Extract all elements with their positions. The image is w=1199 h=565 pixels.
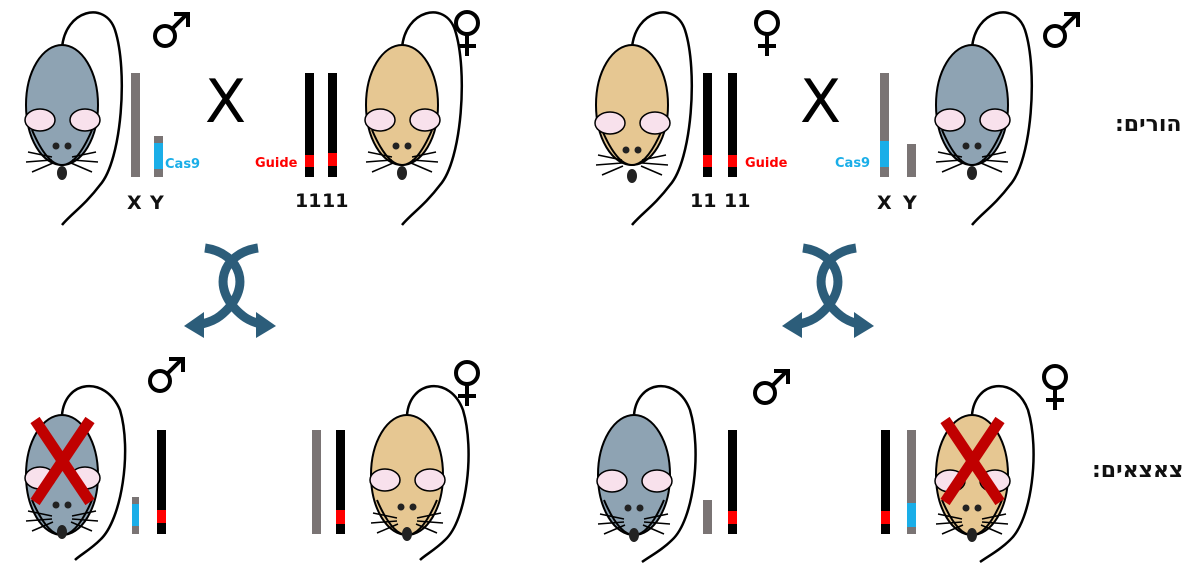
female-mouse-parent-right xyxy=(594,11,693,226)
male-mouse-parent-left xyxy=(24,11,123,226)
cross-symbol: X xyxy=(800,67,842,137)
guide-label: Guide xyxy=(255,156,298,171)
male-symbol-icon xyxy=(750,367,794,412)
chr11-label: 11 xyxy=(690,190,717,212)
chr11-label: 11 xyxy=(295,190,322,212)
cas9-label: Cas9 xyxy=(835,156,871,171)
y-chromosome-cas9 xyxy=(132,497,139,534)
y-label: Y xyxy=(150,192,164,214)
x-label: X xyxy=(127,192,142,214)
x-label: X xyxy=(877,192,892,214)
chr11-guide xyxy=(328,73,337,177)
female-symbol-icon xyxy=(452,358,482,415)
female-symbol-icon xyxy=(452,8,482,65)
chr11-guide xyxy=(305,73,314,177)
chr11-guide xyxy=(336,430,345,534)
strike-x-icon xyxy=(30,416,95,506)
male-symbol-icon xyxy=(1040,10,1084,55)
chr11-label: 11 xyxy=(724,190,751,212)
female-symbol-icon xyxy=(752,8,782,65)
chr11-guide xyxy=(881,430,890,534)
guide-label: Guide xyxy=(745,156,788,171)
male-mouse-parent-right xyxy=(934,11,1033,226)
cas9-label: Cas9 xyxy=(165,157,201,172)
female-mouse-parent-left xyxy=(364,11,463,226)
y-chromosome xyxy=(703,500,712,534)
female-mouse-offspring-left xyxy=(369,384,470,561)
y-label: Y xyxy=(903,192,917,214)
x-chromosome-cas9 xyxy=(907,430,916,534)
chr11-guide xyxy=(703,73,712,177)
chr11-guide xyxy=(728,430,737,534)
male-mouse-offspring-right xyxy=(596,384,697,564)
x-chromosome xyxy=(131,73,140,177)
crossing-arrows-icon xyxy=(184,243,276,338)
x-chromosome-cas9 xyxy=(880,73,889,177)
chr11-label: 11 xyxy=(322,190,349,212)
parents-row-label: הורים: xyxy=(1115,112,1182,137)
female-symbol-icon xyxy=(1040,362,1070,419)
chr11-guide xyxy=(157,430,166,534)
strike-x-icon xyxy=(940,416,1005,506)
male-symbol-icon xyxy=(150,10,194,55)
male-symbol-icon xyxy=(145,355,189,400)
cross-symbol: X xyxy=(205,67,247,137)
female-mouse-offspring-right xyxy=(934,384,1035,564)
male-mouse-offspring-left xyxy=(24,384,127,561)
x-chromosome xyxy=(312,430,321,534)
y-chromosome xyxy=(907,144,916,177)
offspring-row-label: צאצאים: xyxy=(1092,458,1184,483)
crossing-arrows-icon xyxy=(782,243,874,338)
chr11-guide xyxy=(728,73,737,177)
y-chromosome-cas9 xyxy=(154,136,163,177)
